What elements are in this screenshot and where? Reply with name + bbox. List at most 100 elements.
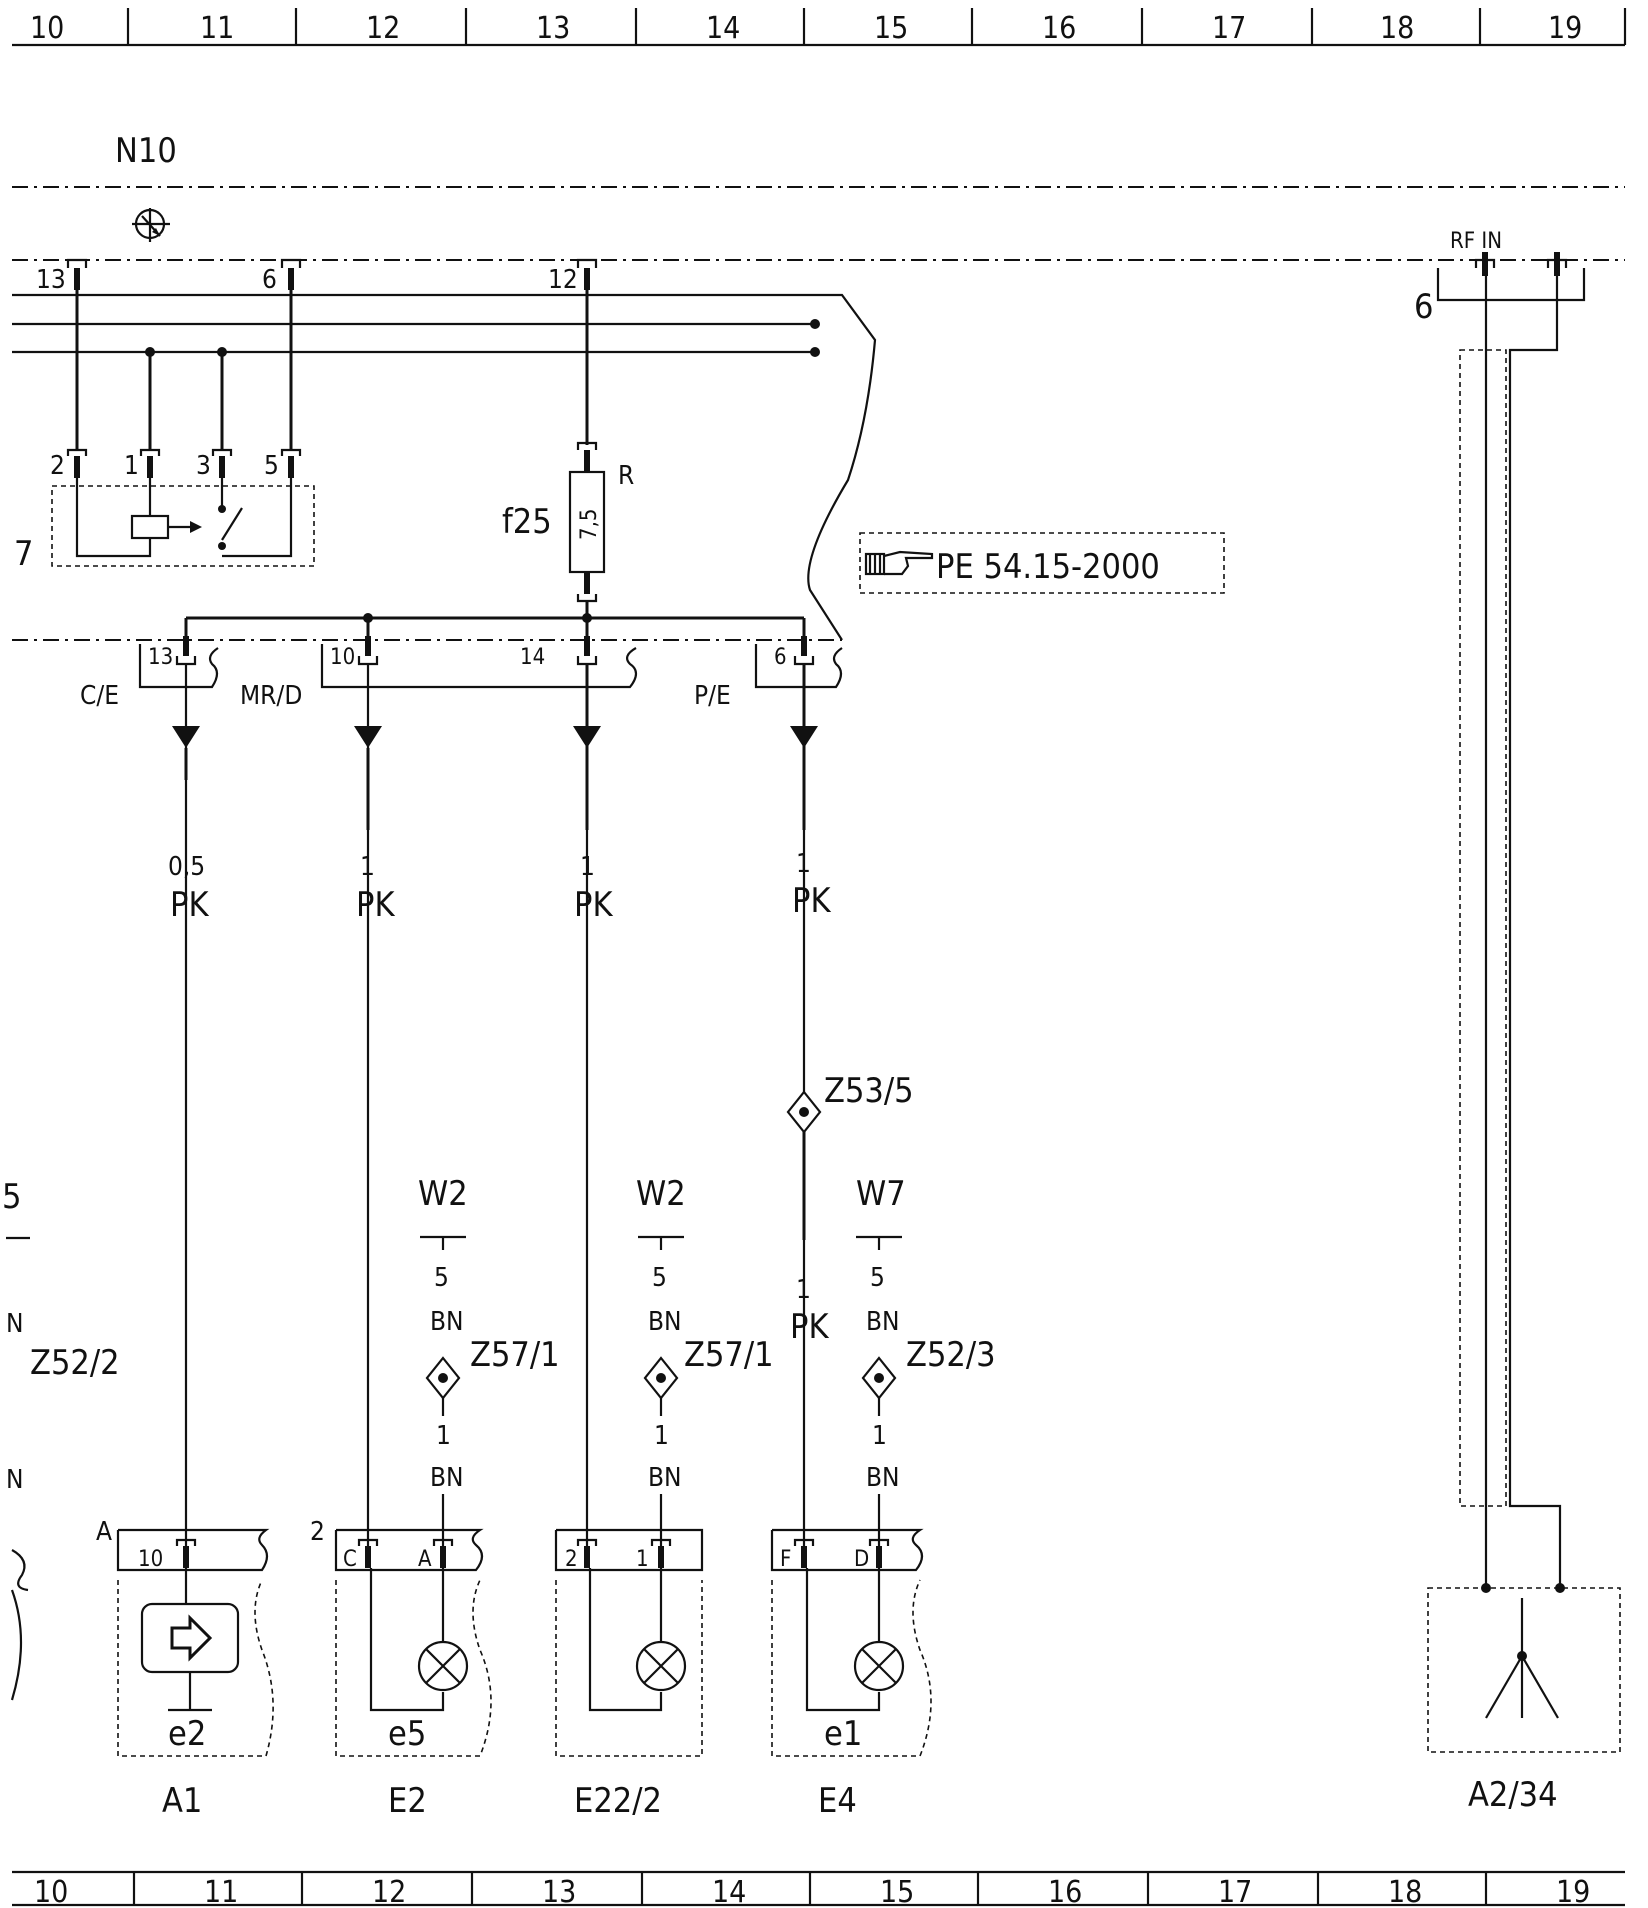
svg-text:13: 13 [148,645,173,670]
svg-text:A: A [96,1517,112,1547]
grid-col-17-bottom: 17 [1218,1875,1252,1908]
grid-col-10-bottom: 10 [34,1875,68,1908]
transistor-icon [132,208,170,242]
svg-text:1: 1 [436,1421,451,1451]
component-name-e22-2: E22/2 [574,1781,662,1821]
antenna-pin-label: RF IN [1450,229,1502,254]
svg-text:1: 1 [872,1421,887,1451]
grid-col-11: 11 [200,11,234,46]
grid-col-14: 14 [706,11,740,46]
antenna-connector: 6 [1414,287,1433,327]
component-e22-2: 2 1 E22/2 [554,1528,704,1821]
splice-z53: Z53/5 1 PK [786,1071,914,1347]
grid-col-10: 10 [30,11,64,46]
internal-bus [12,290,820,450]
svg-text:BN: BN [866,1463,900,1493]
connector-mrd: 10 MR/D [240,636,638,711]
svg-text:5: 5 [2,1177,21,1217]
svg-text:10: 10 [138,1547,163,1572]
top-pin-6: 6 [262,258,302,295]
svg-text:2: 2 [565,1547,578,1572]
svg-text:10: 10 [330,645,355,670]
svg-text:Z52/3: Z52/3 [906,1335,996,1375]
distribution-bus [184,613,806,656]
svg-text:e5: e5 [388,1714,426,1754]
svg-text:5: 5 [870,1263,885,1293]
grid-col-19-bottom: 19 [1556,1875,1590,1908]
grid-col-13-bottom: 13 [542,1875,576,1908]
svg-text:MR/D: MR/D [240,681,302,711]
svg-text:1: 1 [796,849,811,879]
svg-text:BN: BN [866,1307,900,1337]
grid-col-15: 15 [874,11,908,46]
svg-text:2: 2 [310,1517,325,1547]
grid-col-11-bottom: 11 [204,1875,238,1908]
module-n10: N10 [12,131,1625,641]
svg-text:PK: PK [574,885,613,925]
connector-pe: 6 P/E [694,636,843,711]
grid-col-17: 17 [1212,11,1246,46]
svg-text:5: 5 [434,1263,449,1293]
ground-feed-3: W7 5 BN Z52/3 1 BN [856,1174,996,1546]
grid-col-19: 19 [1548,11,1582,46]
top-pin-13: 13 [36,258,88,295]
svg-text:2: 2 [50,451,65,481]
ground-feed-2: W2 5 BN Z57/1 1 BN [636,1174,774,1546]
component-name-a1: A1 [162,1781,202,1821]
arrow-right-icon [170,1614,213,1662]
component-a1: A 10 e2 A1 [96,1517,274,1821]
svg-text:PK: PK [170,885,209,925]
grid-col-18: 18 [1380,11,1414,46]
svg-text:D: D [854,1547,869,1572]
lamp-icon [853,1640,905,1692]
svg-text:A: A [418,1547,432,1572]
svg-text:Z57/1: Z57/1 [684,1335,774,1375]
svg-text:Z52/2: Z52/2 [30,1343,120,1383]
svg-text:1: 1 [360,852,375,882]
grid-col-12: 12 [366,11,400,46]
lamp-icon [635,1640,687,1692]
svg-text:e2: e2 [168,1714,206,1754]
component-name-a2-34: A2/34 [1468,1775,1558,1815]
svg-text:N: N [6,1465,24,1495]
svg-text:P/E: P/E [694,681,731,711]
svg-text:C/E: C/E [80,681,119,711]
svg-text:BN: BN [648,1463,682,1493]
svg-text:BN: BN [430,1463,464,1493]
svg-text:BN: BN [430,1307,464,1337]
grid-col-12-bottom: 12 [372,1875,406,1908]
antenna-a2-34: RF IN 6 A2/34 [1414,229,1621,1815]
svg-text:e1: e1 [824,1714,862,1754]
svg-text:Z57/1: Z57/1 [470,1335,560,1375]
reference-box: PE 54.15-2000 [859,532,1225,594]
svg-text:6: 6 [774,645,787,670]
top-pin-12: 12 [548,258,598,295]
component-e4: F D e1 E4 [770,1528,932,1821]
svg-text:PK: PK [356,885,395,925]
component-name-e2: E2 [388,1781,427,1821]
svg-text:1: 1 [636,1547,649,1572]
left-partial-feed: 5 N Z52/2 N [2,1177,120,1701]
svg-text:W2: W2 [636,1174,686,1214]
reference-text: PE 54.15-2000 [936,547,1160,587]
svg-text:1: 1 [796,1275,811,1305]
module-name: N10 [115,131,177,171]
grid-col-13: 13 [536,11,570,46]
svg-text:6: 6 [262,265,277,295]
fuse-side: R [618,461,634,491]
relay-ref: 7 [14,534,33,574]
svg-text:5: 5 [652,1263,667,1293]
ground-feed-1: W2 5 BN Z57/1 1 BN [418,1174,560,1546]
svg-text:Z53/5: Z53/5 [824,1071,914,1111]
relay: 2 1 3 5 7 [14,448,315,574]
svg-text:W2: W2 [418,1174,468,1214]
wire-run-2: 1 PK [354,664,395,1546]
svg-text:13: 13 [36,265,66,295]
pointing-hand-icon [864,550,934,576]
svg-text:BN: BN [648,1307,682,1337]
svg-text:C: C [343,1547,357,1572]
svg-text:1: 1 [580,852,595,882]
fuse-name: f25 [502,502,552,542]
component-name-e4: E4 [818,1781,857,1821]
